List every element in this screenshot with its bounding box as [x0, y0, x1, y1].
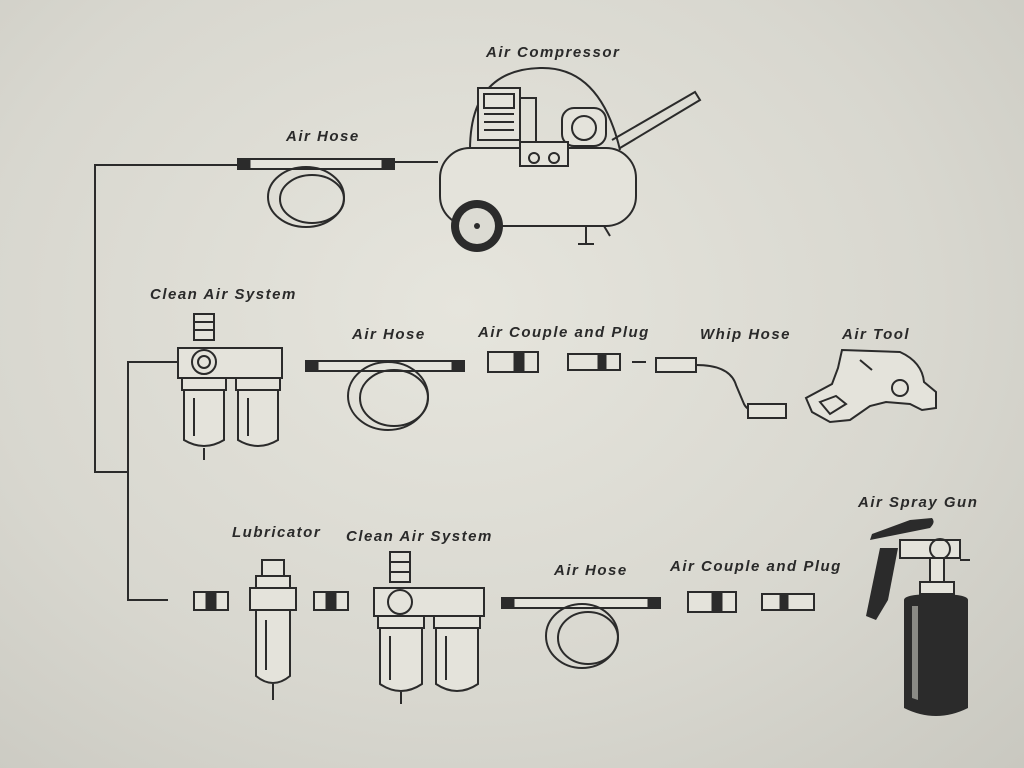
label-lubricator: Lubricator — [232, 524, 322, 541]
label-air-couple-plug-mid: Air Couple and Plug — [478, 324, 650, 341]
air-couple-plug-mid-icon — [487, 351, 646, 373]
label-air-tool: Air Tool — [842, 326, 911, 343]
air-spray-gun-icon — [866, 518, 970, 716]
label-air-hose-mid: Air Hose — [352, 326, 426, 343]
label-clean-air-system-1: Clean Air System — [150, 286, 297, 303]
lubricator-icon — [249, 559, 297, 700]
air-hose-top-icon — [237, 158, 395, 228]
air-compressor-icon — [439, 66, 702, 252]
nipple-fittings-icon — [193, 591, 349, 611]
label-air-hose-top: Air Hose — [286, 128, 360, 145]
air-hose-bottom-icon — [501, 597, 661, 669]
label-air-hose-bottom: Air Hose — [554, 562, 628, 579]
air-tool-icon — [804, 348, 937, 424]
label-whip-hose: Whip Hose — [700, 326, 791, 343]
connector-lines — [94, 161, 438, 601]
clean-air-system-2-icon — [373, 551, 485, 704]
clean-air-system-1-icon — [177, 313, 283, 460]
label-clean-air-system-2: Clean Air System — [346, 528, 493, 545]
label-air-spray-gun: Air Spray Gun — [858, 494, 979, 511]
air-hose-mid-icon — [305, 360, 465, 431]
whip-hose-icon — [655, 357, 787, 419]
label-air-compressor: Air Compressor — [486, 44, 621, 61]
air-couple-plug-bottom-icon — [687, 591, 815, 613]
label-air-couple-plug-bottom: Air Couple and Plug — [670, 558, 842, 575]
